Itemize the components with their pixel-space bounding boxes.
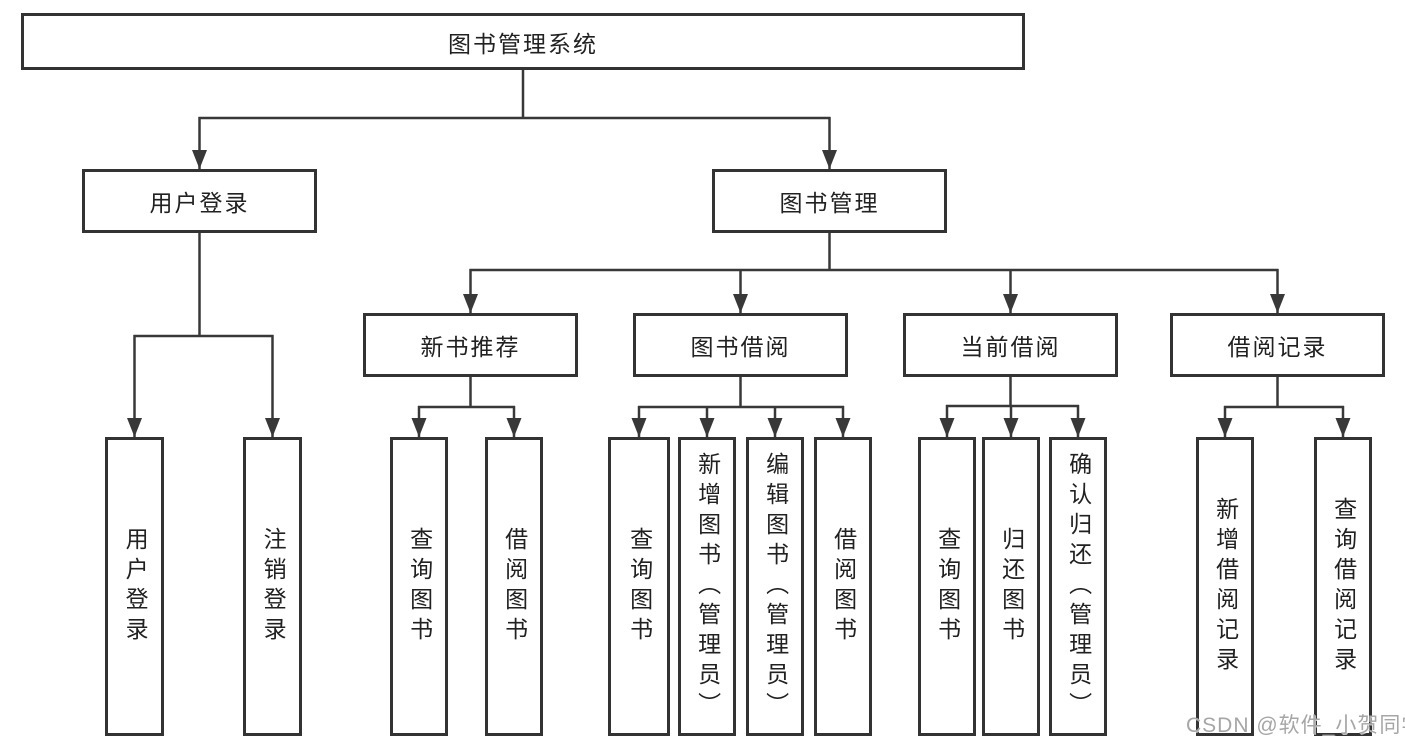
- leaf-label: 查询图书: [626, 526, 653, 647]
- leaf-user-login: 用户登录: [105, 437, 164, 736]
- leaf-borrow-books-1: 借阅图书: [485, 437, 543, 736]
- leaf-edit-books-admin: 编辑图书（管理员）: [746, 437, 804, 736]
- leaf-borrow-books-2: 借阅图书: [814, 437, 872, 736]
- node-book-borrowing: 图书借阅: [633, 313, 848, 377]
- node-borrowing-records: 借阅记录: [1170, 313, 1385, 377]
- leaf-label: 借阅图书: [830, 526, 857, 647]
- leaf-label: 新增借阅记录: [1212, 496, 1239, 677]
- leaf-label: 借阅图书: [501, 526, 528, 647]
- leaf-add-borrow-record: 新增借阅记录: [1196, 437, 1254, 736]
- leaf-query-books-3: 查询图书: [918, 437, 976, 736]
- node-root: 图书管理系统: [21, 13, 1025, 70]
- watermark: CSDN @软件_小贺同学: [1186, 714, 1405, 737]
- leaf-label: 新增图书（管理员）: [694, 451, 721, 722]
- leaf-query-books-1: 查询图书: [390, 437, 448, 736]
- leaf-add-books-admin: 新增图书（管理员）: [678, 437, 736, 736]
- leaf-label: 确认归还（管理员）: [1065, 451, 1092, 722]
- node-new-book-recommend: 新书推荐: [363, 313, 578, 377]
- leaf-query-books-2: 查询图书: [608, 437, 670, 736]
- leaf-label: 用户登录: [122, 526, 149, 647]
- leaf-label: 查询图书: [406, 526, 433, 647]
- leaf-logout: 注销登录: [243, 437, 302, 736]
- leaf-label: 归还图书: [998, 526, 1025, 647]
- leaf-return-books: 归还图书: [982, 437, 1040, 736]
- leaf-label: 注销登录: [260, 526, 287, 647]
- leaf-label: 查询图书: [934, 526, 961, 647]
- leaf-confirm-return-admin: 确认归还（管理员）: [1049, 437, 1107, 736]
- leaf-label: 编辑图书（管理员）: [762, 451, 789, 722]
- leaf-label: 查询借阅记录: [1330, 496, 1357, 677]
- node-current-borrowing: 当前借阅: [903, 313, 1118, 377]
- leaf-query-borrow-record: 查询借阅记录: [1314, 437, 1372, 736]
- node-book-management: 图书管理: [712, 169, 947, 233]
- node-user-login: 用户登录: [82, 169, 317, 233]
